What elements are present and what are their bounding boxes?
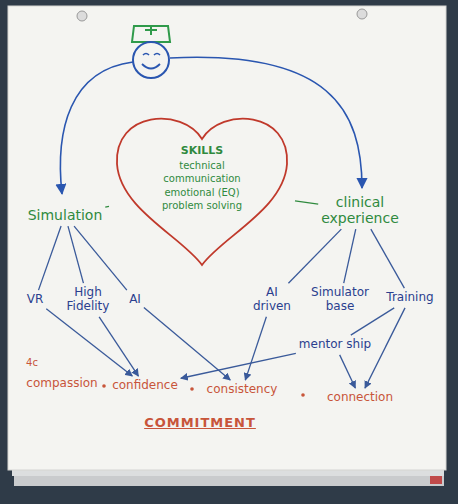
node-text: Simulator base [311,286,369,314]
node-text: consistency [207,383,278,397]
node-text: clinical experience [321,194,399,226]
nurse-smiley [132,26,170,78]
note-label: 4c [26,357,38,368]
connector-line [340,355,356,388]
connector-line [351,308,394,335]
skill-item: communication [112,173,292,185]
node-text: VR [27,293,44,307]
connector-line [74,226,127,290]
flipchart-paper [8,6,446,470]
title-word: COMMITMENT [144,415,256,430]
method-label: High Fidelity [67,286,110,314]
connector-line [245,317,266,380]
node-text: AI driven [253,286,291,314]
method-label: AI driven [253,286,291,314]
binder-ring [77,11,87,21]
method-label: AI [129,293,141,307]
connector-line [46,309,132,376]
skill-item: technical [112,160,292,172]
method-label: mentor ship [299,338,371,352]
value-word: consistency [207,383,278,397]
connector-line [144,307,230,380]
skills-heart: SKILLS technicalcommunication emotional (E… [112,109,292,267]
skills-heading: SKILLS [112,145,292,158]
method-label: Training [386,291,433,305]
node-text: mentor ship [299,338,371,352]
value-word: compassion [26,377,97,391]
method-label: Simulator base [311,286,369,314]
separator-dot [102,384,106,388]
value-word: confidence [112,379,178,393]
value-word: connection [327,391,393,405]
connector-line [68,226,83,283]
connector-line [344,229,356,283]
node-text: confidence [112,379,178,393]
category-label: clinical experience [321,194,399,226]
node-text: connection [327,391,393,405]
connector-line [105,206,109,208]
node-text: compassion [26,377,97,391]
method-label: VR [27,293,44,307]
node-text: Training [386,291,433,305]
arrow-line [60,62,133,194]
node-text: AI [129,293,141,307]
category-label: Simulation [28,207,103,223]
connector-line [38,226,61,290]
connector-line [181,353,296,378]
sticker [430,476,442,484]
skill-item: problem solving [112,200,292,212]
connector-line [371,229,405,288]
separator-dot [301,393,305,397]
binder-ring [357,9,367,19]
node-text: High Fidelity [67,286,110,314]
connector-line [295,201,318,204]
connector-line [99,317,138,376]
node-text: Simulation [28,207,103,223]
skill-item: emotional (EQ) [112,187,292,199]
connector-line [288,229,341,283]
separator-dot [190,387,194,391]
